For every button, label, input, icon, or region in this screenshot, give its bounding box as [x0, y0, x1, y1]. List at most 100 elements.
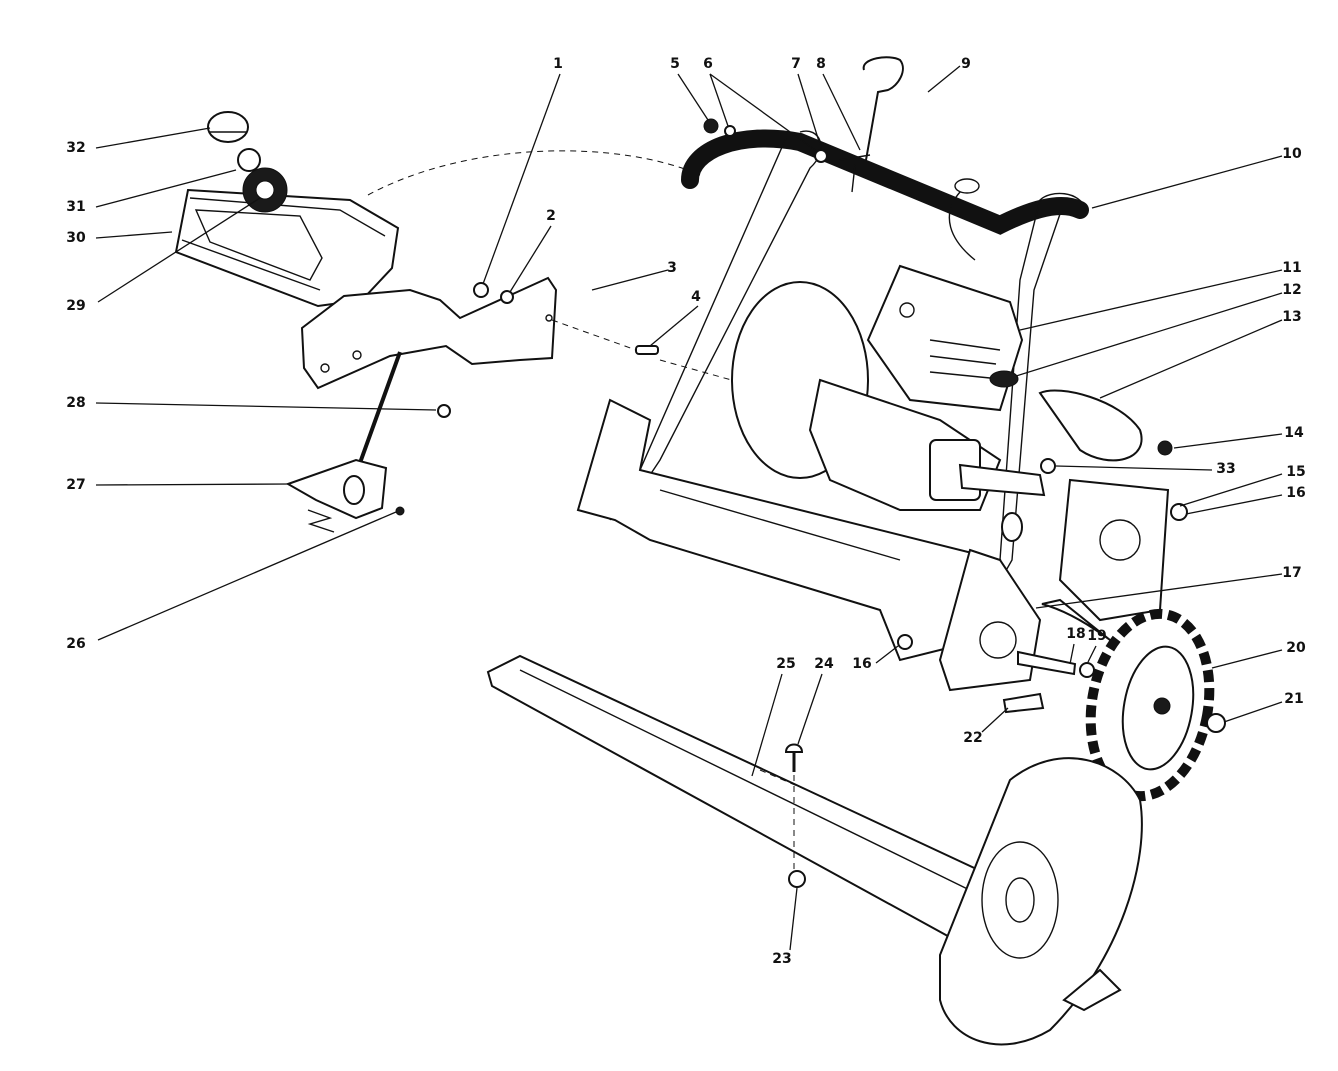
fuel-cap-gasket-hole — [255, 180, 275, 200]
leader-line-21 — [1223, 701, 1283, 723]
callout-label-21: 21 — [1284, 691, 1303, 707]
lock-nut-15 — [1170, 503, 1188, 521]
bolt-22 — [1002, 692, 1045, 714]
spring-wire — [307, 509, 335, 533]
callout-label-15: 15 — [1286, 464, 1305, 480]
washer-19 — [1079, 662, 1095, 678]
tank-bracket — [300, 276, 558, 390]
spark-plug-boot — [954, 178, 980, 194]
wheel-bracket-17 — [938, 548, 1042, 692]
callout-label-14: 14 — [1284, 425, 1304, 441]
washer-2 — [500, 290, 514, 304]
leader-line-7 — [797, 73, 822, 149]
leader-line-30 — [95, 231, 173, 239]
side-plate — [1058, 478, 1170, 622]
leader-line-4 — [649, 305, 699, 347]
callout-label-31: 31 — [66, 199, 85, 215]
fuel-tank-edge — [181, 239, 321, 291]
auger-housing-side-plate — [939, 757, 1143, 1046]
leader-line-24 — [797, 673, 823, 745]
spark-plug-12 — [989, 370, 1019, 388]
leader-line-33 — [1055, 465, 1213, 471]
callout-label-3: 3 — [667, 260, 677, 276]
shift-rod — [354, 351, 402, 475]
handle-grip — [681, 129, 1089, 235]
callout-label-17: 17 — [1282, 565, 1301, 581]
leader-line-18 — [1069, 643, 1075, 665]
leader-line-11 — [1019, 269, 1283, 331]
fuel-cap — [207, 111, 249, 143]
bolt-7 — [814, 149, 828, 163]
side-plate-ring — [981, 841, 1059, 959]
leader-line-16b — [875, 645, 899, 664]
nut-14 — [1157, 440, 1173, 456]
nut-1 — [473, 282, 489, 298]
callout-label-25: 25 — [776, 656, 795, 672]
bracket-hole — [320, 363, 330, 373]
bracket-17-hole — [979, 621, 1017, 659]
callout-label-26: 26 — [66, 636, 85, 652]
leader-line-12 — [1015, 292, 1283, 377]
fuel-filter — [237, 148, 261, 172]
scraper-blade-25 — [486, 654, 1001, 941]
callout-label-16a: 16 — [1286, 485, 1305, 501]
callout-label-24: 24 — [814, 656, 834, 672]
leader-line-25 — [751, 673, 783, 777]
handle-right-tube — [939, 192, 1087, 661]
leader-line-23 — [789, 887, 798, 951]
callout-label-12: 12 — [1282, 282, 1301, 298]
bracket-hole — [352, 350, 362, 360]
callout-label-30: 30 — [66, 230, 86, 246]
leader-line-20 — [1211, 649, 1283, 669]
pin-4 — [635, 345, 659, 355]
callout-label-29: 29 — [66, 298, 85, 314]
skid — [1062, 968, 1122, 1012]
fuel-tank-panel — [194, 209, 323, 281]
leader-line-16a — [1185, 494, 1283, 515]
leader-line-29 — [97, 197, 261, 303]
callout-label-32: 32 — [66, 140, 85, 156]
starter-handle — [862, 56, 904, 161]
cylinder-head — [866, 264, 1024, 412]
nut-16 — [897, 634, 913, 650]
callout-label-7: 7 — [791, 56, 801, 72]
callout-label-2: 2 — [546, 208, 556, 224]
callout-label-6: 6 — [703, 56, 713, 72]
spark-plug-wire — [948, 191, 976, 261]
leader-line-22 — [981, 707, 1009, 733]
leader-line-9 — [927, 65, 961, 93]
callout-label-5: 5 — [670, 56, 680, 72]
callout-label-11: 11 — [1282, 260, 1301, 276]
callout-label-22: 22 — [963, 730, 982, 746]
scraper-bracket — [285, 458, 388, 520]
drive-shaft — [958, 463, 1046, 497]
belt-13 — [1038, 389, 1143, 462]
screw-26 — [395, 506, 405, 516]
cylinder-screw — [899, 302, 915, 318]
leader-line-17 — [1035, 573, 1283, 609]
callout-label-8: 8 — [816, 56, 826, 72]
leader-line-32 — [95, 127, 211, 149]
leader-line-5 — [677, 73, 709, 121]
callout-label-1: 1 — [553, 56, 563, 72]
leader-line-13 — [1099, 319, 1283, 399]
handle-grip-highlight — [759, 187, 881, 225]
callout-label-10: 10 — [1282, 146, 1302, 162]
leader-line-26 — [97, 511, 397, 641]
leader-line-2 — [509, 225, 552, 293]
fuel-tank-assembly — [174, 111, 701, 308]
bushing — [1001, 512, 1023, 542]
tank-bracket-assembly — [285, 276, 761, 533]
washer-6 — [724, 125, 736, 137]
leader-line-14 — [1173, 433, 1283, 449]
nut-5 — [703, 118, 719, 134]
scraper-assembly — [486, 654, 1143, 1046]
frame-edge — [659, 489, 901, 561]
callout-label-23: 23 — [772, 951, 791, 967]
leader-line-10 — [1091, 155, 1283, 209]
hub-cap-21 — [1206, 713, 1226, 733]
scraper-edge — [519, 669, 991, 901]
leader-line-1 — [482, 73, 561, 285]
